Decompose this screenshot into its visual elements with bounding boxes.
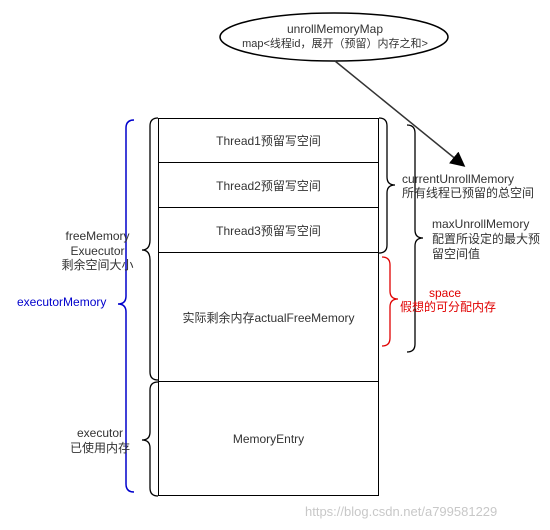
max-unroll-brace [406,124,424,353]
space-brace [381,256,399,347]
free-memory-desc: 剩余空间大小 [61,258,134,272]
thread1-label: Thread1预留写空间 [216,134,321,148]
actual-free-memory-label: 实际剩余内存actualFreeMemory [182,310,355,325]
max-unroll-desc-2: 留空间值 [432,247,481,261]
thread1-block: Thread1预留写空间 [158,118,379,163]
executor-used-desc: 已使用内存 [69,441,130,455]
max-unroll-title: maxUnrollMemory [432,217,530,231]
space-title: space [428,286,462,300]
space-desc: 假想的可分配内存 [400,300,497,314]
map-ellipse-title: unrollMemoryMap [286,22,384,36]
thread3-block: Thread3预留写空间 [158,208,379,253]
thread2-label: Thread2预留写空间 [216,178,321,193]
map-arrow [334,60,466,167]
map-ellipse-subtitle: map<线程id，展开（预留）内存之和> [242,38,428,50]
executor-memory-brace [117,119,135,493]
executor-used-title: executor [76,426,124,440]
max-unroll-desc-1: 配置所设定的最大预 [432,232,541,246]
current-unroll-title: currentUnrollMemory [402,172,515,186]
watermark: https://blog.csdn.net/a799581229 [305,504,498,519]
memory-stack-left-brace [141,117,159,381]
current-unroll-desc: 所有线程已预留的总空间 [402,186,535,200]
executor-memory-label: executorMemory [17,295,107,309]
memory-entry-block: MemoryEntry [158,382,379,496]
thread-blocks-right-brace [378,117,396,254]
memory-entry-label: MemoryEntry [232,431,305,446]
thread3-label: Thread3预留写空间 [216,223,321,238]
free-memory-title: freeMemory [65,229,130,243]
free-memory-executor: Exuecutor [70,244,125,258]
executor-used-brace [141,381,159,497]
map-ellipse [219,12,449,62]
thread2-block: Thread2预留写空间 [158,163,379,208]
actual-free-memory-block: 实际剩余内存actualFreeMemory [158,253,379,382]
